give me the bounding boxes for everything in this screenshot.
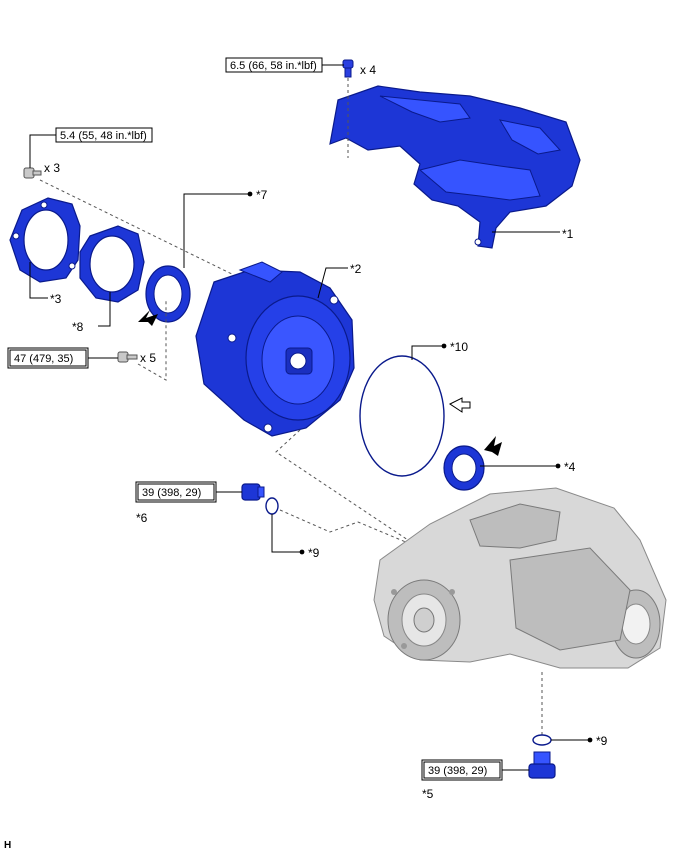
gasket-plate-part-3 <box>9 197 81 283</box>
callout-9-top: *9 <box>308 546 320 560</box>
callout-2: *2 <box>350 262 362 276</box>
transaxle-housing <box>373 487 667 669</box>
callout-dot-10 <box>441 343 447 349</box>
leader-callout-7 <box>183 193 248 268</box>
torque-value-4: 39 (398, 29) <box>142 487 201 499</box>
arrow-o-ring-10 <box>449 397 471 413</box>
gasket-part-9-bottom <box>532 734 552 746</box>
callout-8: *8 <box>72 320 84 334</box>
arrow-seal-4 <box>484 436 502 456</box>
torque-box-3: 47 (479, 35) <box>7 347 89 369</box>
qty-label-1: x 4 <box>360 63 376 77</box>
callout-5: *5 <box>422 787 434 801</box>
leader-bolt-motor <box>137 300 167 381</box>
callout-dot-4 <box>555 463 561 469</box>
gasket-part-9-top <box>265 497 279 515</box>
plug-part-6 <box>241 483 265 501</box>
callout-dot-7 <box>247 191 253 197</box>
callout-7: *7 <box>256 188 268 202</box>
qty-label-3: x 5 <box>140 351 156 365</box>
leader-callout-10 <box>411 345 442 360</box>
oil-seal-part-7 <box>145 265 191 323</box>
callout-dot-9-top <box>299 549 305 555</box>
torque-box-4: 39 (398, 29) <box>135 481 217 503</box>
bolt-cover <box>342 59 354 78</box>
torque-box-2: 5.4 (55, 48 in.*lbf) <box>55 127 153 143</box>
leader-torque-2 <box>29 134 56 168</box>
oil-seal-part-4 <box>443 445 485 491</box>
leader-callout-2 <box>317 267 348 299</box>
callout-dot-9-bottom <box>587 737 593 743</box>
corner-mark: H <box>4 840 11 851</box>
leader-plug-6 <box>279 509 421 549</box>
o-ring-part-10 <box>359 355 445 477</box>
arrow-seal-7 <box>138 310 158 326</box>
torque-box-5: 39 (398, 29) <box>421 759 503 781</box>
callout-4: *4 <box>564 460 576 474</box>
leader-callout-8 <box>98 292 111 327</box>
bolt-motor <box>117 351 138 363</box>
cover-part-1 <box>329 85 581 249</box>
leader-callout-3 <box>29 262 48 299</box>
leader-callout-9-top <box>271 514 300 553</box>
torque-box-1: 6.5 (66, 58 in.*lbf) <box>225 57 323 73</box>
torque-value-2: 5.4 (55, 48 in.*lbf) <box>60 130 147 142</box>
bolt-gasket <box>23 167 42 179</box>
leader-alignment <box>39 179 241 279</box>
torque-value-5: 39 (398, 29) <box>428 765 487 777</box>
leader-motor-transaxle <box>275 429 421 549</box>
callout-9-bottom: *9 <box>596 734 608 748</box>
callout-1: *1 <box>562 227 574 241</box>
plug-part-5 <box>528 751 556 779</box>
motor-part-2 <box>195 261 355 437</box>
callout-3: *3 <box>50 292 62 306</box>
gasket-part-8 <box>79 225 145 303</box>
qty-label-2: x 3 <box>44 161 60 175</box>
torque-value-1: 6.5 (66, 58 in.*lbf) <box>230 60 317 72</box>
callout-6: *6 <box>136 511 148 525</box>
torque-value-3: 47 (479, 35) <box>14 353 73 365</box>
callout-10: *10 <box>450 340 468 354</box>
